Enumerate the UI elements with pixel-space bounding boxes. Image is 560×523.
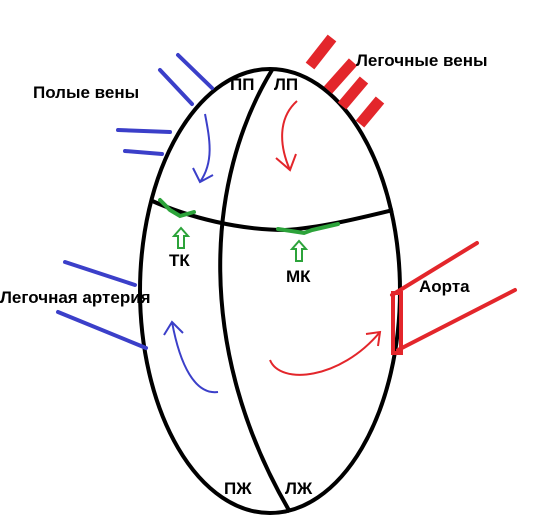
arterial-outflow-arrow-icon [269,331,381,376]
venous-outflow-arrow-icon [171,321,219,394]
label-left-atrium: ЛП [274,75,299,94]
arterial-outflow-arrowhead-icon [365,330,382,347]
venae-cavae-vessels [116,53,214,156]
heart-outline [138,67,402,515]
label-aorta: Аорта [419,277,470,296]
venous-inflow-arrow-icon [199,113,211,183]
arterial-inflow-arrow-icon [281,100,298,171]
label-right-ventricle: ПЖ [224,479,252,498]
mitral-arrow-icon [289,239,309,262]
venous-outflow-arrowhead-icon [163,320,184,336]
tricuspid-valve-mark [158,198,196,219]
label-venae-cavae: Полые вены [33,83,140,102]
label-pulmonary-veins: Легочные вены [356,51,488,70]
pulmonary-artery-vessel [56,260,148,350]
label-tricuspid-valve: ТК [169,251,190,270]
label-left-ventricle: ЛЖ [285,479,313,498]
septum-line [218,68,292,514]
aorta-vessel [390,241,517,355]
pulmonary-veins-vessels [305,34,385,128]
label-pulmonary-artery: Легочная артерия [0,288,151,307]
arterial-inflow-arrowhead-icon [275,153,297,172]
label-mitral-valve: МК [286,267,311,286]
label-right-atrium: ПП [230,75,255,94]
mitral-valve-mark [276,222,340,236]
valves [158,198,340,236]
tricuspid-arrow-icon [171,226,191,249]
venous-inflow-arrowhead-icon [192,167,214,184]
